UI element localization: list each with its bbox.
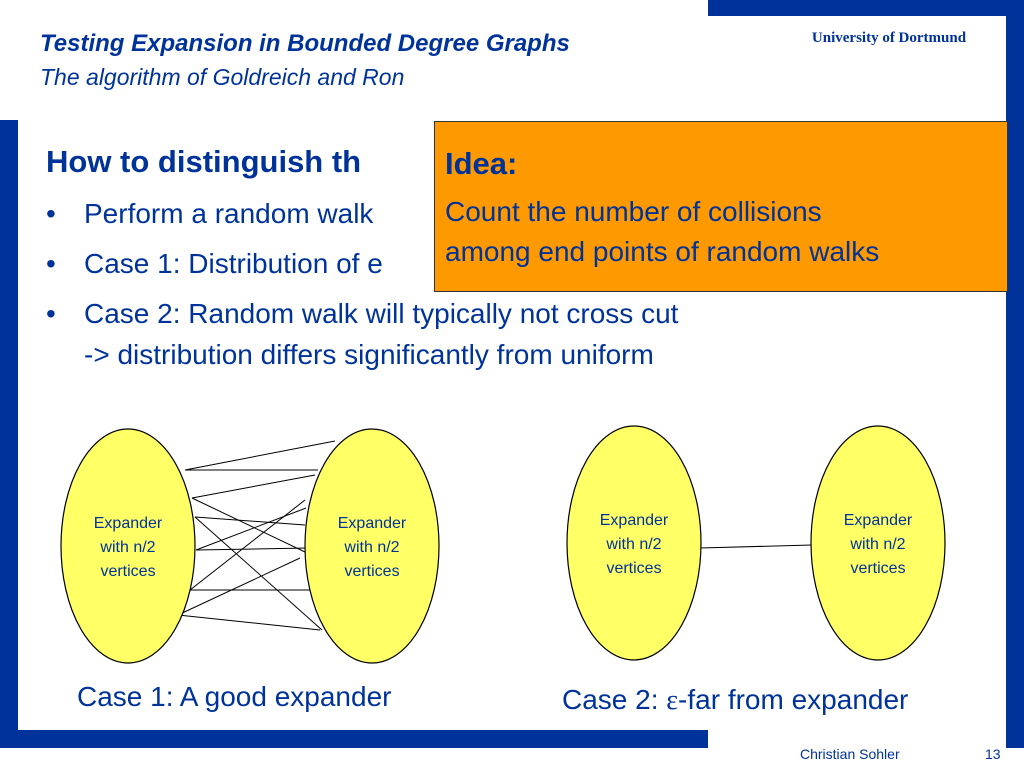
case1-caption: Case 1: A good expander (77, 681, 392, 712)
case2-right-expander (810, 425, 946, 661)
bullet-text: Case 1: Distribution of e (84, 248, 383, 279)
idea-heading: Idea: (445, 146, 518, 181)
case2-left-expander (566, 425, 702, 661)
bullet-marker: • (46, 198, 56, 229)
slide-number: 13 (985, 746, 1001, 762)
bullet-marker: • (46, 298, 56, 329)
case2-caption: Case 2: ε-far from expander (562, 684, 909, 716)
case1-left-expander (60, 428, 196, 664)
slide-subtitle: The algorithm of Goldreich and Ron (40, 64, 405, 90)
footer-author: Christian Sohler (800, 746, 900, 762)
bullet-text: Case 2: Random walk will typically not c… (84, 298, 679, 329)
case1-right-expander (304, 428, 440, 664)
bullet-marker: • (46, 248, 56, 279)
frame-top-right-bar (708, 0, 1024, 16)
case2-cut-edge (699, 544, 813, 549)
section-heading: How to distinguish th (46, 144, 362, 179)
bullet-text-continued: -> distribution differs significantly fr… (84, 339, 654, 370)
university-name: University of Dortmund (811, 30, 967, 46)
idea-line-1: Count the number of collisions (445, 196, 822, 227)
frame-right-bar (1006, 0, 1024, 748)
case1-edges (177, 440, 336, 631)
slide-title: Testing Expansion in Bounded Degree Grap… (40, 30, 570, 57)
epsilon-symbol: ε (666, 685, 679, 716)
frame-left-bar (0, 120, 18, 748)
idea-box: Idea: Count the number of collisions amo… (434, 121, 1008, 292)
idea-line-2: among end points of random walks (445, 236, 880, 267)
bullet-text: Perform a random walk (84, 198, 374, 229)
frame-bottom-bar (0, 730, 708, 748)
